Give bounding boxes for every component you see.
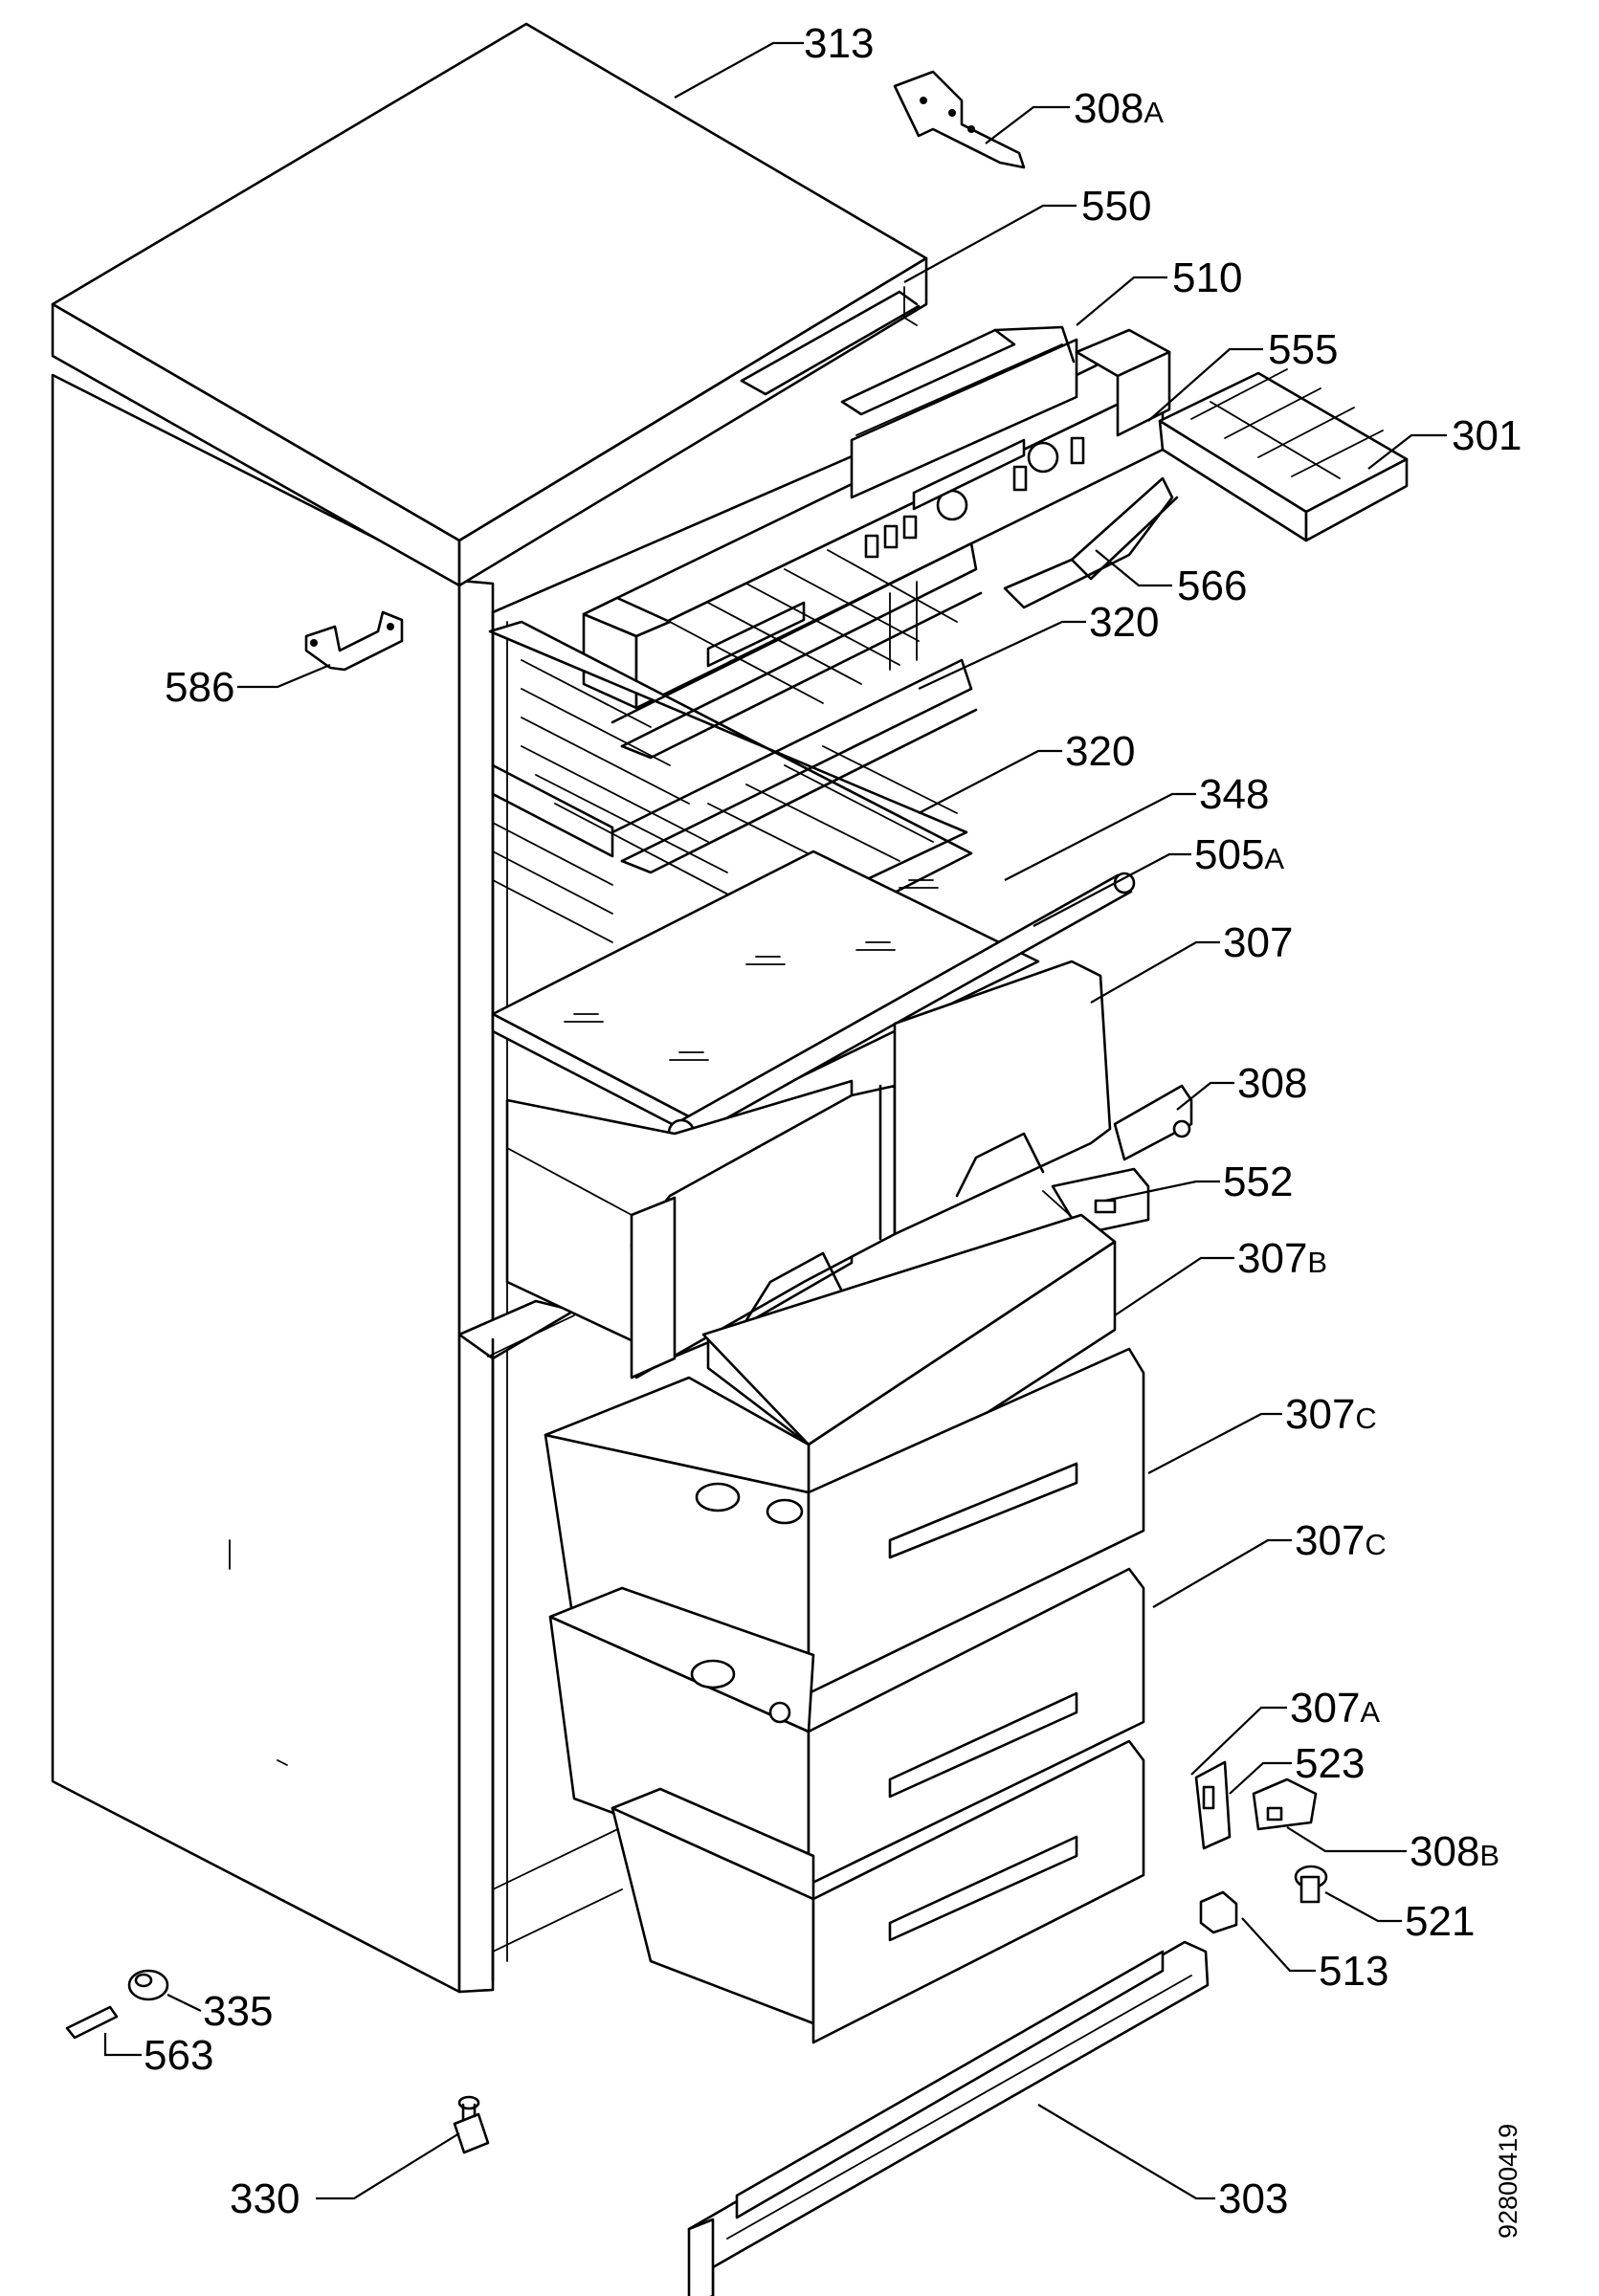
- pin-563: [65, 2005, 119, 2040]
- top-cover: [51, 22, 928, 587]
- label-308b: 308B: [1410, 1828, 1499, 1875]
- hinge-523: [1194, 1760, 1232, 1850]
- cabinet-body: [51, 373, 968, 1994]
- label-307b: 307B: [1237, 1235, 1327, 1282]
- label-348: 348: [1199, 771, 1269, 818]
- bumper-521: [1294, 1865, 1328, 1904]
- label-307c-lower: 307C: [1295, 1517, 1387, 1564]
- label-320-lower: 320: [1065, 728, 1135, 775]
- label-550: 550: [1081, 183, 1151, 230]
- hinge-308b: [1252, 1777, 1318, 1831]
- label-586: 586: [165, 664, 234, 711]
- label-523: 523: [1295, 1740, 1365, 1787]
- label-307: 307: [1223, 919, 1293, 966]
- label-566: 566: [1177, 563, 1247, 609]
- ice-scraper: [1003, 476, 1179, 609]
- plug-335: [127, 1969, 169, 2001]
- label-301: 301: [1452, 412, 1521, 459]
- label-308: 308: [1237, 1060, 1307, 1107]
- label-513: 513: [1319, 1948, 1388, 1995]
- label-308a: 308A: [1074, 85, 1164, 132]
- glass-shelf: [491, 850, 1040, 1142]
- label-505a: 505A: [1194, 831, 1284, 878]
- label-307a: 307A: [1290, 1685, 1380, 1732]
- freezer-drawer-bottom: [611, 1739, 1145, 2044]
- hinge-308: [1113, 1084, 1193, 1161]
- kick-plate: [687, 1940, 1210, 2296]
- callout-labels: 313 308A 550 510 555 301 566 320 586 320…: [144, 20, 1522, 2239]
- control-panel: [582, 325, 1171, 710]
- document-number: 92800419: [1494, 2124, 1522, 2239]
- label-307c-upper: 307C: [1285, 1391, 1377, 1438]
- freezer-drawer-middle: [548, 1567, 1145, 1887]
- label-555: 555: [1268, 326, 1338, 373]
- clip-513: [1199, 1890, 1238, 1934]
- label-330: 330: [230, 2175, 300, 2222]
- foot-330: [453, 2095, 490, 2154]
- label-303: 303: [1218, 2175, 1288, 2222]
- label-313: 313: [804, 20, 874, 67]
- leader-lines: [103, 41, 1447, 2200]
- label-510: 510: [1172, 254, 1242, 301]
- ice-tray: [1158, 368, 1409, 542]
- bracket-586: [304, 610, 404, 672]
- label-552: 552: [1223, 1159, 1293, 1205]
- label-521: 521: [1405, 1898, 1475, 1945]
- bracket-308a: [893, 70, 1026, 169]
- label-320-upper: 320: [1089, 599, 1159, 646]
- label-563: 563: [144, 2032, 213, 2079]
- crisper-drawers: [505, 960, 1112, 1380]
- label-335: 335: [203, 1988, 273, 2035]
